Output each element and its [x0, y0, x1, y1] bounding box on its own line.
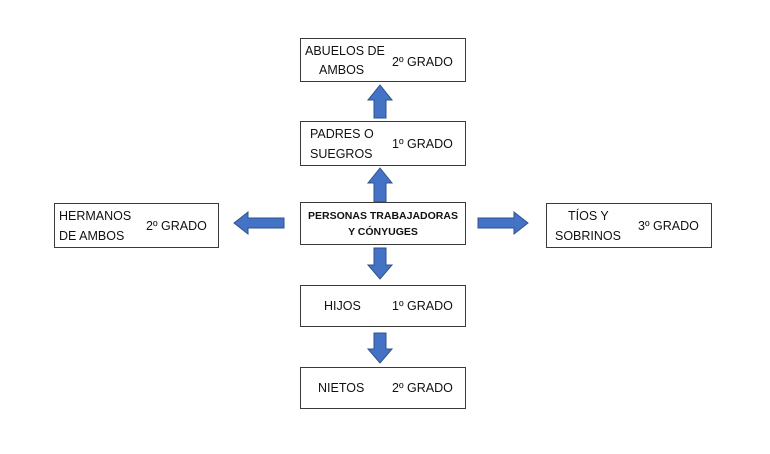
node-abuelos: ABUELOS DE AMBOS 2º GRADO	[300, 38, 466, 82]
node-nietos-grade: 2º GRADO	[392, 381, 453, 395]
arrow-right-to-tios	[477, 210, 529, 236]
node-hijos: HIJOS 1º GRADO	[300, 285, 466, 327]
node-padres-grade: 1º GRADO	[392, 137, 453, 151]
arrow-left-to-hermanos	[233, 210, 285, 236]
node-hermanos-grade: 2º GRADO	[146, 219, 207, 233]
arrow-up-to-abuelos	[366, 84, 394, 119]
node-center-label-2: Y CÓNYUGES	[348, 225, 418, 238]
node-padres-label-2: SUEGROS	[310, 147, 373, 161]
node-tios-grade: 3º GRADO	[638, 219, 699, 233]
node-hermanos-label-2: DE AMBOS	[59, 229, 125, 243]
node-center-label: PERSONAS TRABAJADORAS Y CÓNYUGES	[308, 208, 458, 240]
arrow-up-to-padres	[366, 167, 394, 203]
node-abuelos-label-1: ABUELOS DE	[305, 44, 385, 58]
node-tios-label-2: SOBRINOS	[555, 229, 621, 243]
node-padres: PADRES O SUEGROS 1º GRADO	[300, 121, 466, 166]
node-nietos: NIETOS 2º GRADO	[300, 367, 466, 409]
node-nietos-label: NIETOS	[318, 381, 365, 395]
node-abuelos-grade: 2º GRADO	[392, 55, 453, 69]
node-personas-trabajadoras: PERSONAS TRABAJADORAS Y CÓNYUGES	[300, 202, 466, 245]
node-hermanos-label-1: HERMANOS	[59, 209, 132, 223]
node-hijos-label: HIJOS	[324, 299, 361, 313]
node-hijos-grade: 1º GRADO	[392, 299, 453, 313]
node-tios-label-1: TÍOS Y	[568, 209, 609, 223]
node-tios: TÍOS Y SOBRINOS 3º GRADO	[546, 203, 712, 248]
node-center-label-1: PERSONAS TRABAJADORAS	[308, 209, 458, 222]
arrow-down-to-nietos	[366, 332, 394, 364]
node-abuelos-label-2: AMBOS	[319, 63, 365, 77]
node-hermanos: HERMANOS DE AMBOS 2º GRADO	[54, 203, 219, 248]
node-padres-label-1: PADRES O	[310, 127, 374, 141]
arrow-down-to-hijos	[366, 247, 394, 280]
